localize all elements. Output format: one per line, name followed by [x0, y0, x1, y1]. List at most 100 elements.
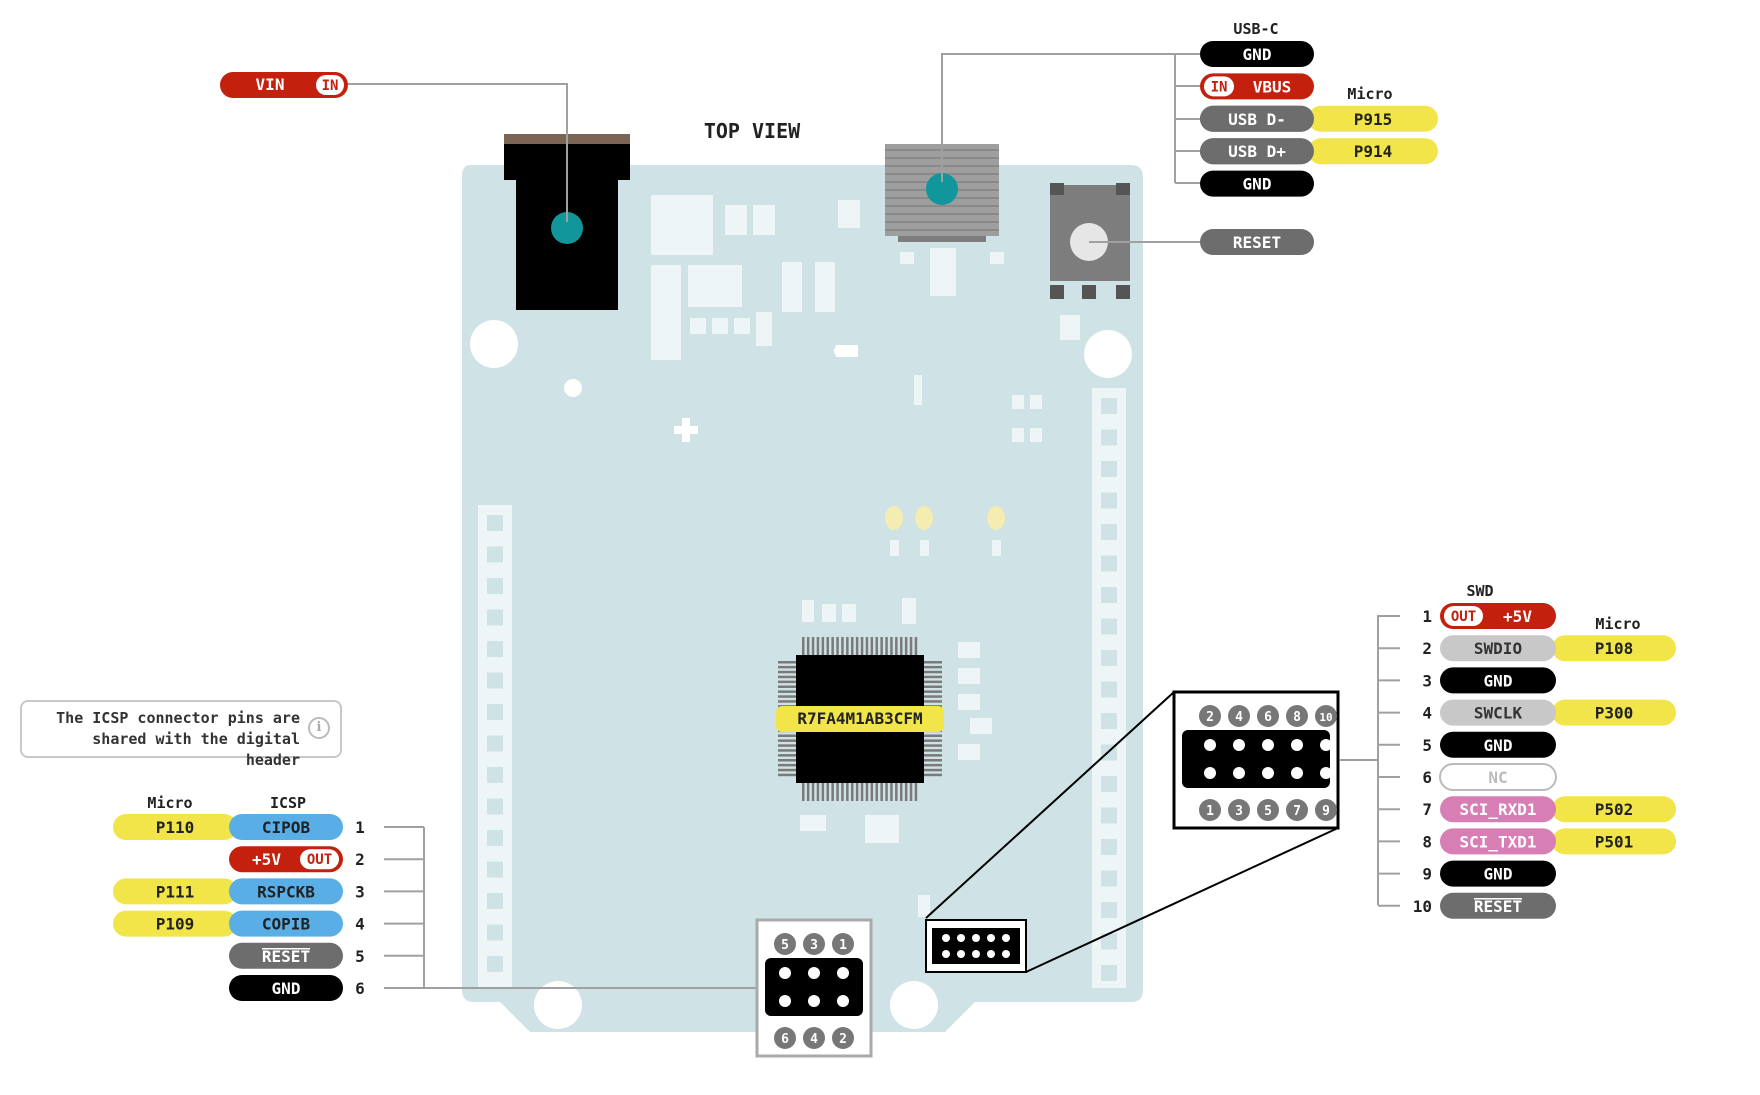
- pin-label: GND: [1243, 45, 1272, 64]
- usb-connection-dot: [926, 173, 958, 205]
- pin-number-marker: [774, 1027, 796, 1049]
- pin-label: USB D-: [1228, 110, 1286, 129]
- pin-number-marker: [1228, 799, 1250, 821]
- info-icon: i: [308, 717, 330, 739]
- usb-header: USB-C: [1233, 20, 1278, 38]
- swd-pin-gnd: GND: [1440, 667, 1556, 694]
- icsp-pin-copib: COPIB: [229, 910, 343, 937]
- plus-mark: [674, 418, 698, 442]
- vin-label-text: VIN: [256, 75, 285, 94]
- swd-pin-number: 1: [1422, 607, 1432, 626]
- pin-number-text: 8: [1293, 710, 1301, 725]
- icsp-pin-number: 3: [355, 882, 365, 901]
- swd-pin-swclk: SWCLK: [1440, 699, 1556, 726]
- swd-pin-sci-txd1: SCI_TXD1: [1440, 828, 1556, 855]
- mounting-hole: [470, 320, 518, 368]
- direction-badge-text: OUT: [307, 852, 332, 868]
- connector-pin-hole: [837, 995, 849, 1007]
- pin-number-marker: [1199, 705, 1221, 727]
- direction-badge-text: IN: [1211, 79, 1228, 95]
- connector-pin-hole: [1204, 739, 1216, 751]
- connector-pin-hole: [1233, 767, 1245, 779]
- pin-label: GND: [1484, 865, 1513, 884]
- status-leds: [885, 506, 1005, 556]
- swd-pin-number: 7: [1422, 800, 1432, 819]
- swd-pin-reset: RESET: [1440, 892, 1556, 919]
- swd-pin-number: 6: [1422, 768, 1432, 787]
- micro-label: P108: [1595, 639, 1634, 658]
- micro-label: P109: [156, 915, 195, 934]
- swd-micro-pin: P108: [1552, 635, 1676, 662]
- microcontroller: R7FA4M1AB3CFM: [776, 637, 944, 801]
- pin-label: GND: [272, 979, 301, 998]
- micro-label: P501: [1595, 832, 1634, 851]
- pin-number-text: 4: [810, 1032, 818, 1047]
- vin-connection-dot: [551, 212, 583, 244]
- swd-pin-number: 4: [1422, 704, 1432, 723]
- connector-pin-hole: [837, 967, 849, 979]
- swd-pin-number: 5: [1422, 736, 1432, 755]
- pin-label: SCI_TXD1: [1459, 832, 1536, 851]
- vin-label: VIN IN: [220, 72, 348, 98]
- connector-pin-hole: [1233, 739, 1245, 751]
- pin-number-text: 3: [810, 938, 818, 953]
- pin-number-text: 2: [839, 1032, 847, 1047]
- mounting-hole: [1084, 330, 1132, 378]
- usb-pin-usb-d-: USB D-: [1200, 105, 1314, 132]
- icsp-micro-header: Micro: [147, 794, 192, 812]
- swd-pin-number: 9: [1422, 865, 1432, 884]
- connector-pin-hole: [1320, 739, 1332, 751]
- icsp-note: The ICSP connector pins are shared with …: [20, 700, 342, 769]
- pin-label: NC: [1488, 768, 1507, 787]
- pin-label: GND: [1484, 736, 1513, 755]
- direction-badge: [1444, 606, 1483, 626]
- micro-label: P110: [156, 818, 195, 837]
- icsp-note-line-1: The ICSP connector pins are: [56, 709, 300, 727]
- board-components: [651, 195, 1080, 917]
- vin-leader: [348, 83, 568, 222]
- pin-number-text: 4: [1235, 710, 1243, 725]
- pin-number-marker: [1199, 799, 1221, 821]
- reset-label: RESET: [1200, 229, 1314, 255]
- pin-number-marker: [832, 1027, 854, 1049]
- pin-label: USB D+: [1228, 142, 1286, 161]
- pin-number-text: 6: [781, 1032, 789, 1047]
- swd-header-on-board: [925, 919, 1027, 973]
- connector-pin-hole: [779, 967, 791, 979]
- swd-pin-sci-rxd1: SCI_RXD1: [1440, 796, 1556, 823]
- micro-label: P914: [1354, 142, 1393, 161]
- pin-number-text: 9: [1322, 804, 1330, 819]
- swd-pin-number: 10: [1413, 897, 1432, 916]
- pin-number-marker: [1315, 799, 1337, 821]
- swd-pin-swdio: SWDIO: [1440, 635, 1556, 662]
- pin-label: SWDIO: [1474, 639, 1522, 658]
- icsp-pin-number: 4: [355, 915, 365, 934]
- icsp-pin-gnd: GND: [229, 975, 343, 1001]
- icsp-micro-pin: P110: [113, 814, 237, 840]
- micro-label: P915: [1354, 110, 1393, 129]
- led: [987, 506, 1005, 530]
- connector-pin-hole: [808, 967, 820, 979]
- usb-pin-gnd: GND: [1200, 41, 1314, 67]
- board-outline: [462, 165, 1143, 1032]
- swd-pin-gnd: GND: [1440, 860, 1556, 887]
- micro-label: P502: [1595, 800, 1634, 819]
- pin-label: SCI_RXD1: [1459, 800, 1536, 819]
- pin-number-marker: [803, 933, 825, 955]
- icsp-micro-pin: P109: [113, 910, 237, 937]
- reset-label-text: RESET: [1233, 233, 1281, 252]
- pin-label: GND: [1484, 671, 1513, 690]
- icsp-header: ICSP: [270, 794, 306, 812]
- pin-label: RESET: [1474, 897, 1522, 916]
- icsp-pin-cipob: CIPOB: [229, 814, 343, 840]
- vin-in-badge: IN: [322, 78, 339, 94]
- swd-pin-number: 2: [1422, 639, 1432, 658]
- pin-label: GND: [1243, 175, 1272, 194]
- pin-number-marker: [1257, 705, 1279, 727]
- reset-button[interactable]: [1050, 183, 1130, 299]
- pin-number-marker: [774, 933, 796, 955]
- pin-number-marker: [1315, 705, 1337, 727]
